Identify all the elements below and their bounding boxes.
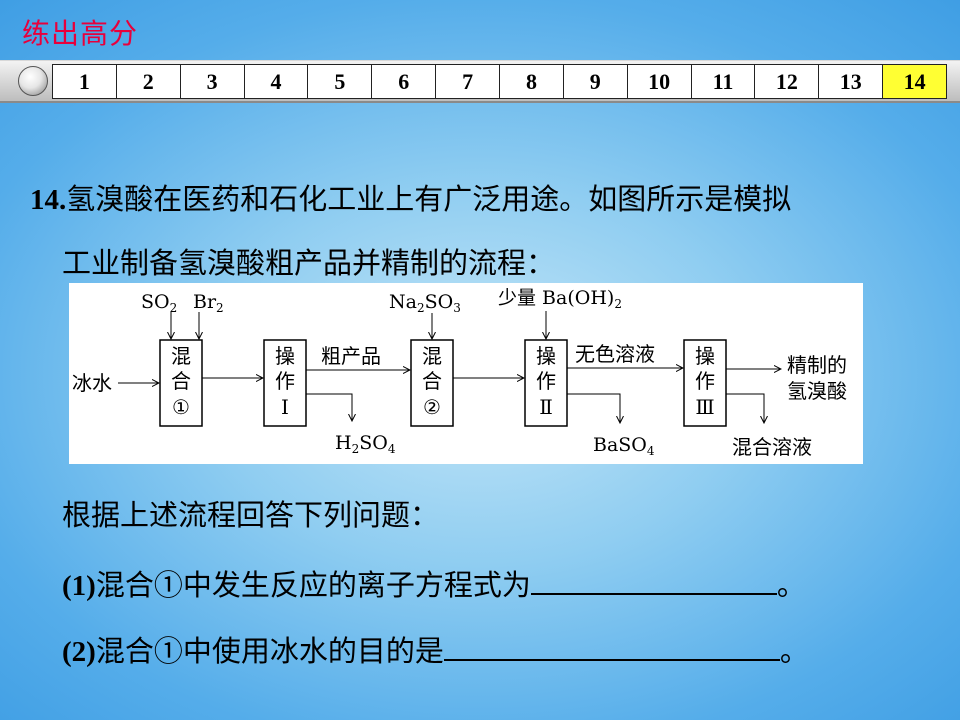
question-line-1: 14.氢溴酸在医药和石化工业上有广泛用途。如图所示是模拟: [30, 176, 791, 218]
nav-item-1[interactable]: 1: [53, 65, 117, 98]
input-br2-label: Br2: [193, 291, 224, 315]
box-op1-line2: 作: [275, 369, 295, 393]
box-mix1: [159, 339, 203, 427]
output-baso4-label: BaSO4: [593, 434, 655, 458]
input-so2-label: SO2: [141, 291, 177, 315]
header-title: 练出高分: [22, 17, 139, 50]
nav-item-9[interactable]: 9: [564, 65, 628, 98]
label-crude-product: 粗产品: [321, 344, 381, 368]
box-op1-line1: 操: [275, 344, 295, 368]
arrow-h2so4: [306, 393, 352, 421]
box-mix2-line2: 合: [422, 369, 442, 393]
box-op2-line1: 操: [536, 344, 556, 368]
output-refined-line1: 精制的: [787, 353, 847, 377]
flowchart-panel: 混 合 ① 操 作 Ⅰ 混 合 ② 操 作 Ⅱ 操 作 Ⅲ SO2 Br2 冰水…: [69, 283, 863, 464]
nav-item-10[interactable]: 10: [628, 65, 692, 98]
question-number: 14.: [30, 184, 67, 216]
box-op1-line3: Ⅰ: [281, 395, 289, 419]
box-op2-line3: Ⅱ: [539, 395, 553, 419]
question-1-label: (1): [62, 570, 96, 602]
question-line-2: 工业制备氢溴酸粗产品并精制的流程：: [62, 246, 556, 280]
box-op3-line3: Ⅲ: [695, 395, 714, 419]
box-op2: [524, 339, 568, 427]
prompt-text: 根据上述流程回答下列问题：: [62, 498, 440, 532]
question-2-blank[interactable]: [443, 633, 780, 661]
question-1: (1)混合①中发生反应的离子方程式为 。: [62, 562, 806, 604]
box-op1: [263, 339, 307, 427]
label-colorless-solution: 无色溶液: [575, 342, 655, 366]
question-nav-bar: 1 2 3 4 5 6 7 8 9 10 11 12 13 14: [0, 60, 960, 103]
output-mixed-solution-label: 混合溶液: [732, 435, 812, 459]
question-2-label: (2): [62, 636, 96, 668]
input-na2so3-label: Na2SO3: [389, 291, 461, 315]
arrow-mixed-solution: [726, 393, 764, 423]
nav-item-12[interactable]: 12: [755, 65, 820, 98]
question-1-end: 。: [776, 568, 806, 602]
nav-item-5[interactable]: 5: [308, 65, 373, 98]
nav-item-2[interactable]: 2: [117, 65, 181, 98]
nav-item-8[interactable]: 8: [500, 65, 564, 98]
input-baoh2-label: 少量 Ba(OH)2: [498, 287, 622, 311]
box-mix1-line3: ①: [172, 395, 190, 419]
box-op3: [683, 339, 727, 427]
nav-item-7[interactable]: 7: [436, 65, 501, 98]
box-op2-line2: 作: [536, 369, 556, 393]
nav-item-14[interactable]: 14: [883, 65, 947, 98]
input-ice-water-label: 冰水: [72, 371, 112, 395]
box-op3-line2: 作: [695, 369, 715, 393]
question-1-blank[interactable]: [530, 567, 777, 595]
nav-item-4[interactable]: 4: [245, 65, 309, 98]
nav-item-6[interactable]: 6: [372, 65, 437, 98]
box-mix1-line1: 混: [171, 344, 191, 368]
box-mix2-line1: 混: [422, 344, 442, 368]
question-nav-cells: 1 2 3 4 5 6 7 8 9 10 11 12 13 14: [52, 64, 947, 99]
nav-item-13[interactable]: 13: [819, 65, 884, 98]
nav-item-11[interactable]: 11: [692, 65, 756, 98]
output-refined-line2: 氢溴酸: [787, 379, 847, 403]
question-1-text: 混合①中发生反应的离子方程式为: [95, 568, 531, 602]
flowchart-diagram: 混 合 ① 操 作 Ⅰ 混 合 ② 操 作 Ⅱ 操 作 Ⅲ SO2 Br2 冰水…: [72, 287, 847, 459]
box-op3-line1: 操: [695, 344, 715, 368]
question-2-text: 混合①中使用冰水的目的是: [95, 634, 444, 668]
question-2: (2)混合①中使用冰水的目的是 。: [62, 628, 809, 670]
nav-ball-icon[interactable]: [18, 66, 48, 96]
question-text-1: 氢溴酸在医药和石化工业上有广泛用途。如图所示是模拟: [66, 182, 792, 216]
box-mix1-line2: 合: [171, 369, 191, 393]
question-2-end: 。: [779, 634, 809, 668]
box-mix2: [410, 339, 454, 427]
output-h2so4-label: H2SO4: [335, 432, 396, 456]
box-mix2-line3: ②: [423, 395, 441, 419]
nav-item-3[interactable]: 3: [181, 65, 245, 98]
arrow-baso4: [567, 393, 620, 423]
